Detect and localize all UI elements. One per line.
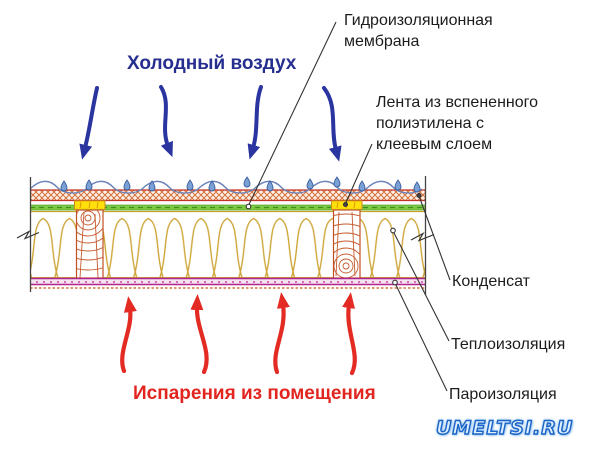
- insulation-leader-dot: [390, 227, 396, 234]
- membrane-leader-dot: [245, 203, 252, 210]
- tape-label-line2: полиэтилена с: [376, 114, 484, 132]
- cold-air-arrow: [159, 85, 173, 158]
- cold-air-arrow: [79, 86, 99, 160]
- tape-block-left: [74, 200, 106, 210]
- membrane-leader: [248, 21, 337, 206]
- roof-section: [16, 176, 435, 295]
- leader-lines: [245, 21, 451, 392]
- section-edges: [16, 176, 435, 295]
- vapor-arrows: [120, 292, 357, 376]
- tape-leader-dot: [342, 201, 349, 208]
- tape-label-line1: Лента из вспененного: [376, 94, 539, 111]
- vapor-from-room-label: Испарения из помещения: [133, 383, 376, 404]
- vapor-barrier-leader-dot: [392, 279, 398, 286]
- vapor-barrier-layer: [30, 277, 425, 289]
- tape-label-line3: клеевым слоем: [376, 135, 493, 153]
- cold-air-arrow: [247, 85, 263, 160]
- break-symbol-left: [16, 229, 40, 240]
- joist-right: [332, 209, 361, 279]
- vapor-barrier-callout-label: Пароизоляция: [449, 386, 557, 403]
- vapor-arrow: [273, 292, 290, 375]
- deck-layer: [30, 189, 425, 202]
- droplet-group: [60, 176, 421, 193]
- water-wave: [29, 180, 423, 194]
- vapor-arrow: [120, 296, 137, 374]
- condensate-droplets: [29, 176, 423, 194]
- cold-air-arrow: [322, 86, 342, 162]
- joist-left: [75, 209, 104, 279]
- insulation-leader: [392, 230, 450, 342]
- insulation-callout-label: Теплоизоляция: [451, 336, 566, 353]
- membrane-label-line2: мембрана: [344, 32, 420, 50]
- vapor-barrier-leader: [394, 282, 448, 392]
- condensate-callout-label: Конденсат: [452, 273, 530, 290]
- tape-callout-label: Лента из вспененного полиэтилена с клеев…: [376, 93, 538, 155]
- vapor-arrow: [190, 294, 209, 375]
- condensate-leader-dot: [416, 192, 422, 199]
- membrane-label-line1: Гидроизоляционная: [344, 12, 493, 29]
- membrane-callout-label: Гидроизоляционная мембрана: [344, 11, 493, 53]
- condensate-leader: [418, 195, 451, 281]
- cold-air-label: Холодный воздух: [127, 53, 297, 74]
- vapor-arrow: [342, 292, 357, 376]
- break-symbol-right: [410, 231, 435, 242]
- watermark-logo: UMELTSI.RU: [435, 416, 574, 439]
- cold-air-arrows: [79, 85, 342, 162]
- tape-leader: [344, 143, 373, 204]
